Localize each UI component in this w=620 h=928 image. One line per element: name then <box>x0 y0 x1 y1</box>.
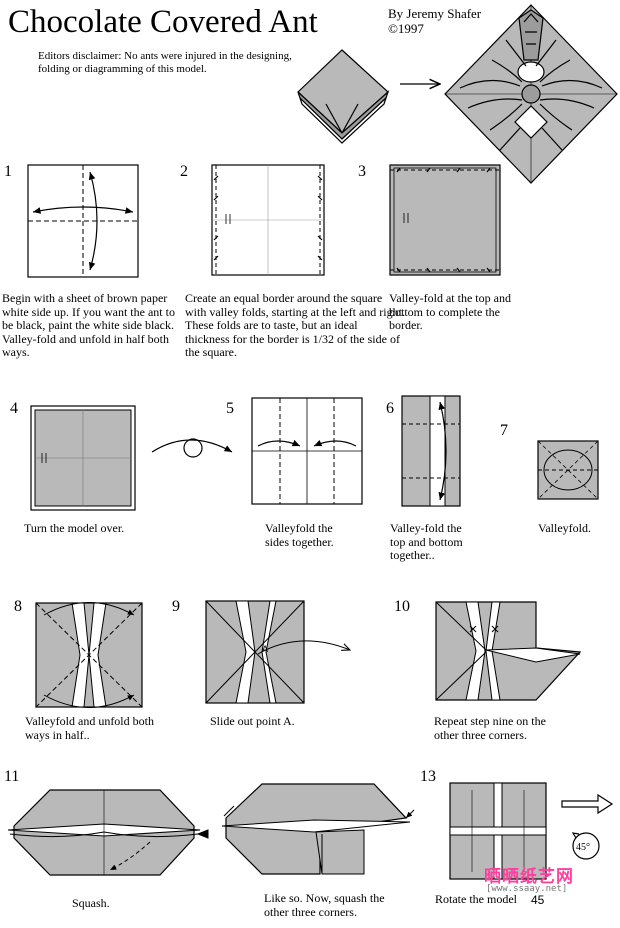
step-number-9: 9 <box>172 598 180 615</box>
rotate-45-label: 45° <box>576 842 590 853</box>
step3-caption: Valley-fold at the top and bottom to com… <box>389 291 511 332</box>
author-credit: By Jeremy Shafer ©1997 <box>388 6 481 36</box>
step-number-10: 10 <box>394 598 410 615</box>
step5-caption: Valleyfold the sides together. <box>265 521 334 549</box>
step3-figure <box>389 164 501 276</box>
point-a-label: A <box>262 644 268 654</box>
step-number-5: 5 <box>226 400 234 417</box>
step-number-11: 11 <box>4 768 20 785</box>
step-number-13: 13 <box>420 768 436 785</box>
step-number-8: 8 <box>14 598 22 615</box>
step6-figure <box>401 395 461 507</box>
step-number-2: 2 <box>180 163 188 180</box>
step12-figure <box>221 783 415 875</box>
rotate-45-symbol <box>571 832 600 860</box>
step10-figure <box>435 601 582 701</box>
page-number: 45 <box>531 893 545 907</box>
step2-caption: Create an equal border around the square… <box>185 291 405 359</box>
step11-figure <box>7 789 209 876</box>
step11-caption: Squash. <box>72 896 110 910</box>
author-name: By Jeremy Shafer <box>388 6 482 21</box>
step-number-4: 4 <box>10 400 18 417</box>
step-number-3: 3 <box>358 163 366 180</box>
editors-disclaimer: Editors disclaimer: No ants were injured… <box>38 50 292 75</box>
turn-over-arrow <box>151 438 233 458</box>
step13-caption: Rotate the model <box>435 892 517 906</box>
step6-caption: Valley-fold the top and bottom together.… <box>390 521 463 562</box>
step4-caption: Turn the model over. <box>24 521 125 535</box>
step-number-6: 6 <box>386 400 394 417</box>
step10-caption: Repeat step nine on the other three corn… <box>434 714 546 742</box>
step13-figure <box>449 782 547 880</box>
step-number-7: 7 <box>500 422 508 439</box>
step1-caption: Begin with a sheet of brown paper white … <box>2 291 175 359</box>
step7-figure <box>537 440 599 500</box>
rotate-arrow <box>561 793 614 815</box>
copyright-year: ©1997 <box>388 21 424 36</box>
step8-caption: Valleyfold and unfold both ways in half.… <box>25 714 154 742</box>
intro-folded-base <box>297 49 390 144</box>
step2-figure <box>211 164 325 276</box>
step12-caption: Like so. Now, squash the other three cor… <box>264 891 385 919</box>
step9-figure <box>205 600 350 704</box>
watermark-chinese: 晒晒纸艺网 <box>484 867 574 887</box>
step8-figure <box>35 602 143 708</box>
step5-figure <box>251 397 363 505</box>
step9-caption: Slide out point A. <box>210 714 295 728</box>
finished-ant-model <box>444 4 618 184</box>
page-title: Chocolate Covered Ant <box>8 4 318 40</box>
step-number-1: 1 <box>4 163 12 180</box>
step7-caption: Valleyfold. <box>538 521 591 535</box>
step4-figure <box>30 405 136 511</box>
step1-figure <box>27 164 139 278</box>
watermark-url: [www.ssaay.net] <box>486 884 568 894</box>
